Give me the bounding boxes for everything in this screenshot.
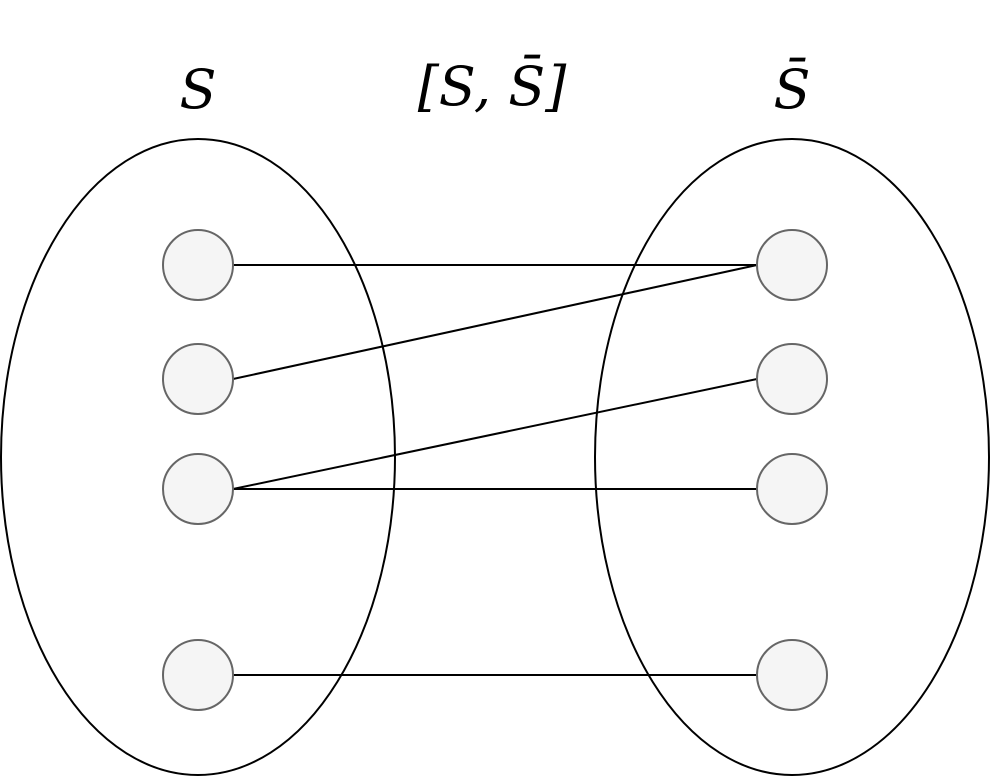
edges-group <box>232 264 758 676</box>
left-node-s2 <box>162 343 234 415</box>
right-set-ellipse <box>594 138 990 776</box>
nodes-group <box>162 229 828 711</box>
right-node-t3 <box>756 453 828 525</box>
left-node-s4 <box>162 639 234 711</box>
left-node-s1 <box>162 229 234 301</box>
right-node-t4 <box>756 639 828 711</box>
left-node-s3 <box>162 453 234 525</box>
edge-s2-t1 <box>232 264 758 380</box>
cut-label: [S, S̄] <box>418 54 567 118</box>
right-node-t1 <box>756 229 828 301</box>
right-set-label: S̄ <box>774 57 811 121</box>
edge-s3-t2 <box>232 378 758 490</box>
left-set-label: S <box>180 58 217 121</box>
right-node-t2 <box>756 343 828 415</box>
left-set-ellipse <box>0 138 396 776</box>
